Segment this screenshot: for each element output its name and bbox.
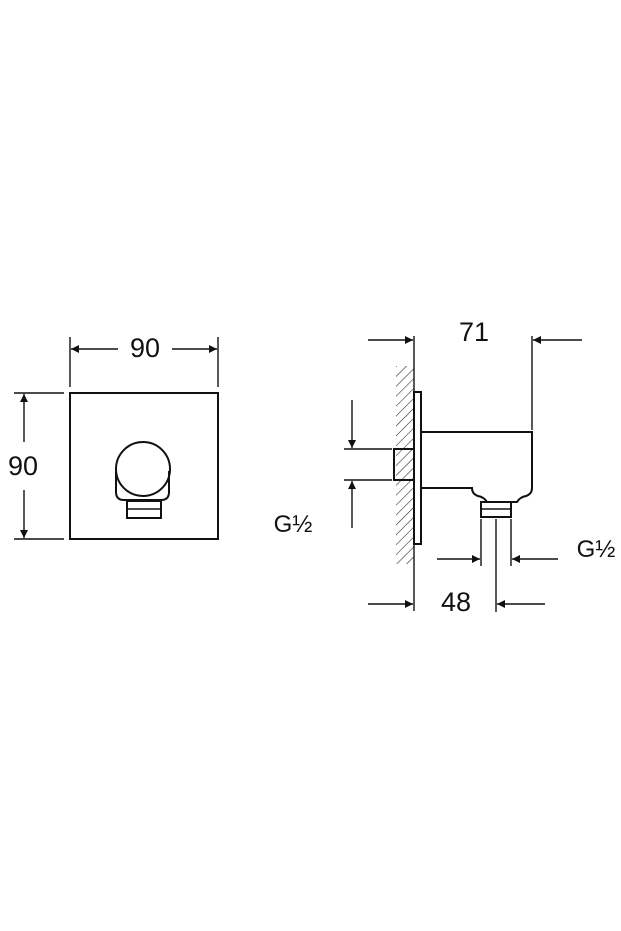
wall-hatch [396, 366, 414, 564]
side-wall-plate [413, 391, 422, 545]
front-knob-circle [115, 441, 171, 497]
front-view: 90 90 [8, 333, 219, 540]
side-view: 71 G½ G½ 48 [274, 317, 616, 617]
side-71-label: 71 [459, 317, 489, 347]
side-outlet-thread-label: G½ [577, 536, 616, 563]
side-48-label: 48 [441, 587, 471, 617]
front-height-label: 90 [8, 451, 38, 481]
side-inlet-connector [393, 448, 415, 481]
side-outlet-body [420, 431, 533, 503]
front-width-label: 90 [130, 333, 160, 363]
side-inlet-thread-label: G½ [274, 511, 313, 538]
front-plate-outline [69, 392, 219, 540]
